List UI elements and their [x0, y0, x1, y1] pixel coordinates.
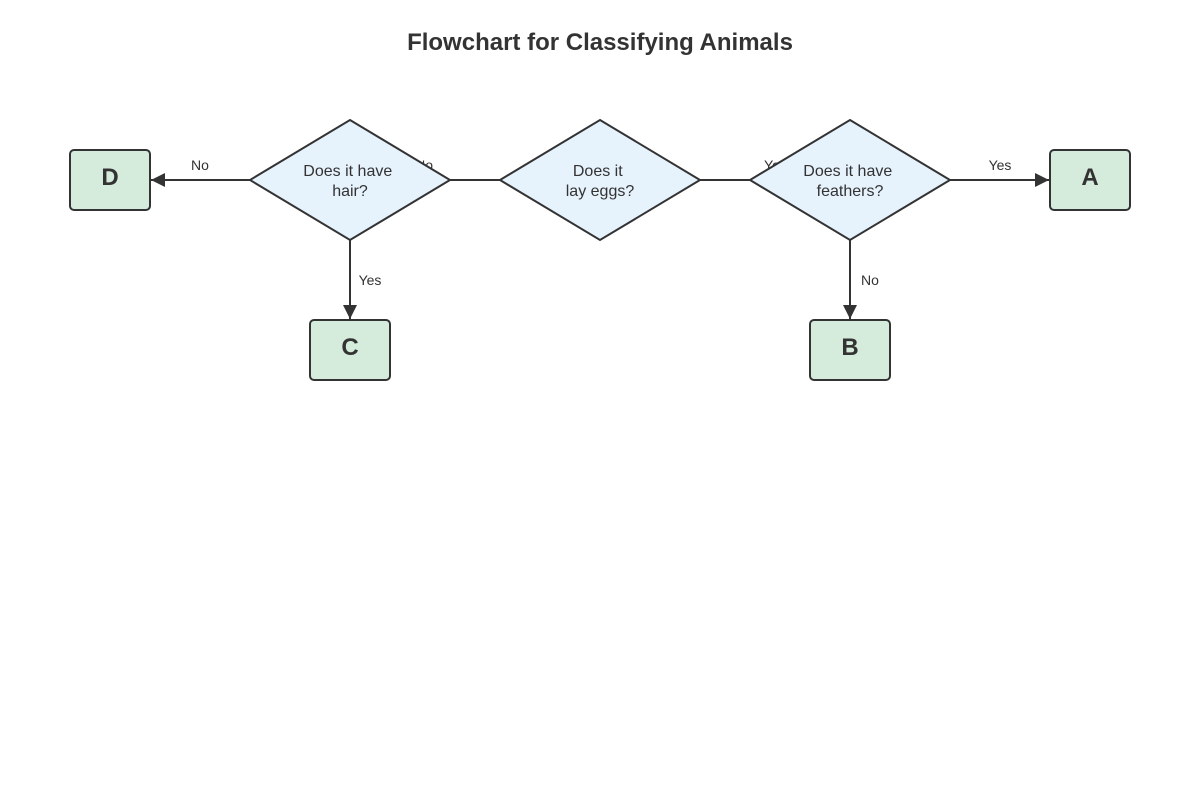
leaf-b-box: [809, 319, 891, 381]
decision-lay-eggs-line1: Does it: [573, 163, 623, 180]
decision-has-feathers-shape: [748, 118, 952, 242]
decision-has-feathers-line2: feathers?: [817, 183, 884, 200]
edge-label-feathers-to-b: No: [861, 272, 879, 288]
leaf-a-label: A: [1081, 164, 1098, 191]
leaf-d-label: D: [101, 164, 118, 191]
leaf-c-label: C: [341, 334, 358, 361]
decision-lay-eggs: Does it lay eggs?: [498, 118, 702, 242]
decision-lay-eggs-shape: [498, 118, 702, 242]
decision-has-hair-label: Does it have hair?: [303, 163, 396, 200]
decision-has-hair-line1: Does it have: [303, 163, 392, 180]
decision-has-hair-shape: [248, 118, 452, 242]
edge-label-feathers-to-a: Yes: [989, 157, 1012, 173]
decision-has-feathers: Does it have feathers?: [748, 118, 952, 242]
decision-has-feathers-label: Does it have feathers?: [803, 163, 896, 200]
leaf-b: B: [809, 319, 891, 381]
leaf-a-box: [1049, 149, 1131, 211]
decision-has-hair-line2: hair?: [332, 183, 368, 200]
leaf-d-box: [69, 149, 151, 211]
edge-label-hair-to-c: Yes: [359, 272, 382, 288]
leaf-c: C: [309, 319, 391, 381]
leaf-b-label: B: [841, 334, 858, 361]
decision-has-feathers-line1: Does it have: [803, 163, 892, 180]
decision-lay-eggs-label: Does it lay eggs?: [566, 163, 635, 200]
leaf-c-box: [309, 319, 391, 381]
leaf-a: A: [1049, 149, 1131, 211]
decision-has-hair: Does it have hair?: [248, 118, 452, 242]
decision-lay-eggs-line2: lay eggs?: [566, 183, 635, 200]
leaf-d: D: [69, 149, 151, 211]
diagram-title: Flowchart for Classifying Animals: [407, 29, 793, 56]
edge-label-hair-to-d: No: [191, 157, 209, 173]
